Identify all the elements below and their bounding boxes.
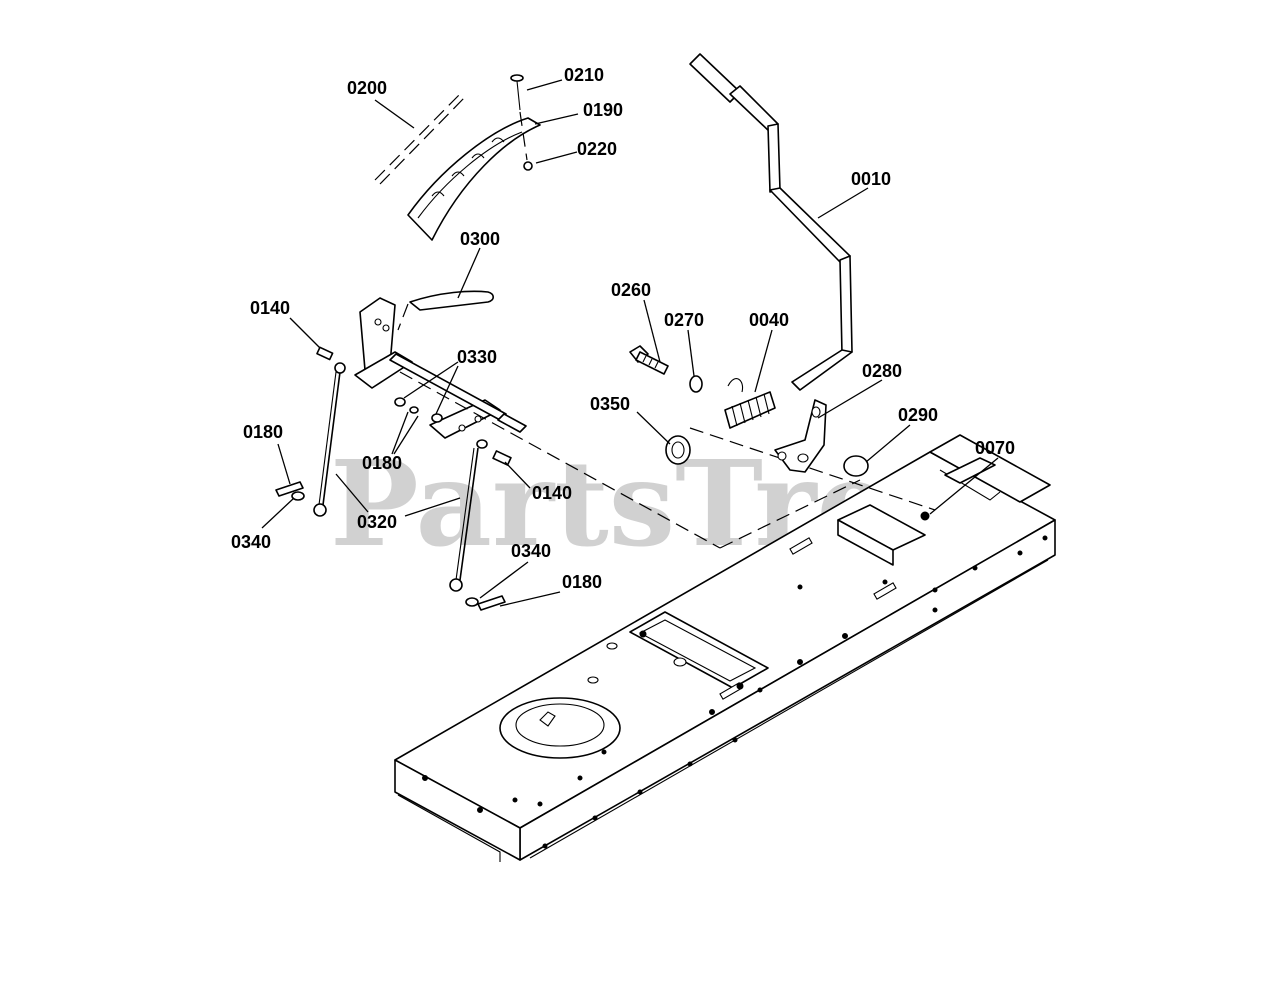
leader-lines [261, 79, 999, 607]
callout-0180-left: 0180 [243, 422, 283, 442]
washer-0290 [843, 455, 869, 477]
link-rod-0300 [397, 290, 495, 331]
callout-0330: 0330 [457, 347, 497, 367]
clip-0180-right [477, 595, 506, 611]
callout-0270: 0270 [664, 310, 704, 330]
callout-0140-lower: 0140 [532, 483, 572, 503]
assembly-lines [399, 371, 936, 549]
washer-0340-left [291, 491, 305, 501]
pin-0140-upper [316, 346, 334, 361]
callout-0300: 0300 [460, 229, 500, 249]
callout-0070: 0070 [975, 438, 1015, 458]
clip-0180-left [275, 481, 304, 497]
callout-0290: 0290 [898, 405, 938, 425]
shift-plate [407, 117, 541, 241]
callout-0340-left: 0340 [231, 532, 271, 552]
bushing-0350 [665, 435, 691, 465]
callout-0220: 0220 [577, 139, 617, 159]
bolt-0260 [629, 345, 669, 375]
callout-0040: 0040 [749, 310, 789, 330]
shift-lever [689, 53, 853, 391]
callout-labels: 0200 0210 0190 0220 0300 0010 0140 0330 … [231, 65, 1015, 592]
callout-0200: 0200 [347, 78, 387, 98]
nut-0220 [523, 161, 533, 171]
rod-left-0320 [313, 362, 346, 517]
spring-0040 [724, 378, 776, 429]
washer-0270 [689, 375, 703, 393]
pin-0140-lower [476, 439, 512, 466]
chassis-frame [394, 434, 1056, 862]
lever-bracket-0280 [774, 399, 827, 473]
callout-0190: 0190 [583, 100, 623, 120]
callout-0320: 0320 [357, 512, 397, 532]
callout-0010: 0010 [851, 169, 891, 189]
screw-0210 [510, 74, 528, 161]
rod-right-0320 [449, 447, 479, 592]
washers-0330 [394, 397, 443, 423]
callout-0350: 0350 [590, 394, 630, 414]
callout-0210: 0210 [564, 65, 604, 85]
washer-0340-right [465, 597, 479, 607]
callout-0140-upper: 0140 [250, 298, 290, 318]
callout-0180-right: 0180 [562, 572, 602, 592]
callout-0180-middle: 0180 [362, 453, 402, 473]
callout-0260: 0260 [611, 280, 651, 300]
callout-0280: 0280 [862, 361, 902, 381]
callout-0340-right: 0340 [511, 541, 551, 561]
